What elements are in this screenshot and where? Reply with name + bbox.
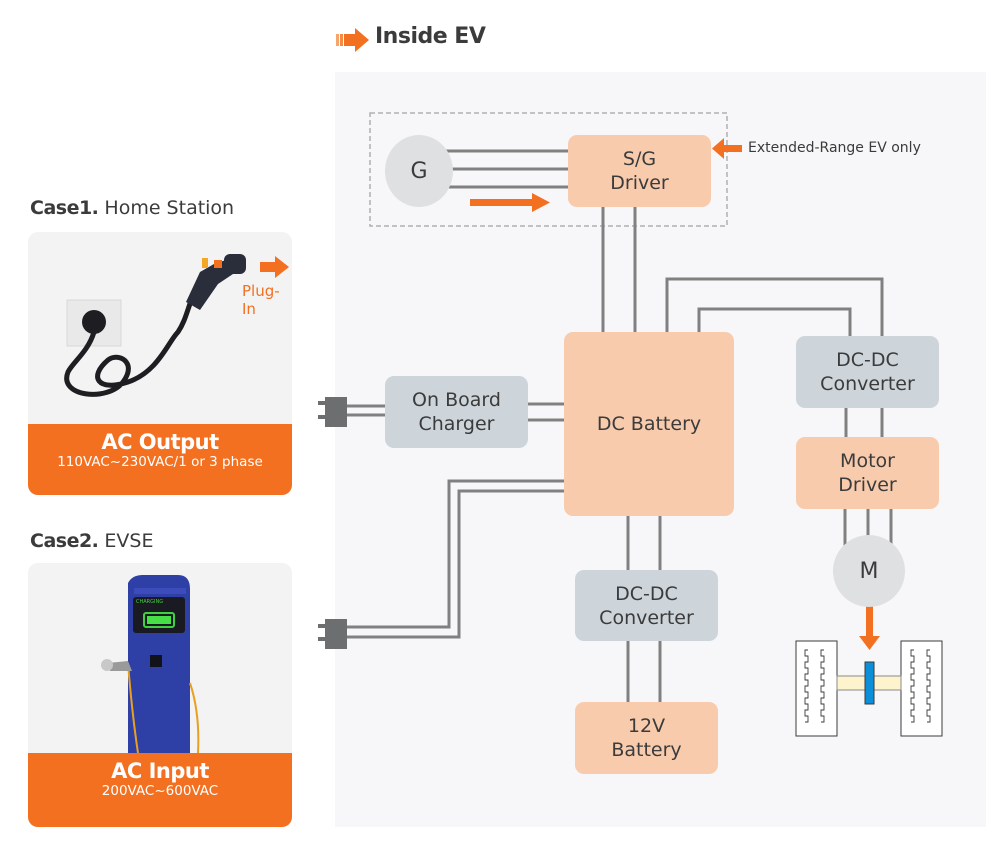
dc-battery-label: DC Battery — [596, 413, 702, 435]
obc-line2: Charger — [418, 413, 495, 435]
ac-output-band: AC Output 110VAC~230VAC/1 or 3 phase — [28, 424, 292, 495]
header-arrow-icon — [336, 28, 370, 52]
sg-driver-line2: Driver — [610, 172, 669, 194]
home-charger-photo: Plug-In — [28, 232, 292, 424]
generator-label: G — [410, 158, 428, 184]
generator-flow-arrow-icon — [470, 193, 550, 212]
extended-range-boundary — [369, 112, 728, 227]
ac-output-spec: 110VAC~230VAC/1 or 3 phase — [57, 454, 263, 470]
dcdc-right-line1: DC-DC — [836, 349, 899, 371]
case2-title: Case2.EVSE — [30, 530, 153, 552]
case2-name: EVSE — [104, 530, 154, 552]
page-title: Inside EV — [375, 24, 486, 49]
extended-range-note: Extended-Range EV only — [748, 140, 921, 156]
ac-input-title: AC Input — [111, 759, 209, 783]
motor-driver-line2: Driver — [838, 474, 897, 496]
wire-plug2-battery-1 — [346, 479, 564, 629]
case2-number: Case2. — [30, 530, 99, 552]
case1-name: Home Station — [104, 197, 235, 219]
plug-connector-1-icon — [318, 397, 347, 427]
wire-battery-dcdc-2 — [697, 307, 852, 336]
wire-plug2-battery-2 — [346, 489, 564, 639]
obc-line1: On Board — [412, 389, 501, 411]
dc-battery-box: DC Battery — [564, 332, 734, 516]
sg-driver-line1: S/G — [622, 148, 657, 170]
wheels-axle-icon — [795, 640, 943, 737]
evse-illustration — [101, 575, 200, 753]
plug-in-label: Plug-In — [242, 282, 280, 318]
dcdc-bottom-line2: Converter — [599, 606, 694, 629]
home-charger-illustration — [64, 254, 246, 397]
ac-output-title: AC Output — [101, 430, 219, 454]
case1-number: Case1. — [30, 197, 99, 219]
generator-circle: G — [385, 135, 453, 207]
ac-input-band: AC Input 200VAC~600VAC — [28, 753, 292, 827]
evse-screen-text: CHARGING — [136, 599, 164, 605]
battery-12v-line1: 12V — [627, 715, 666, 737]
case1-title: Case1.Home Station — [30, 197, 234, 219]
dcdc-right-line2: Converter — [820, 373, 915, 395]
case1-card: Plug-In AC Output 110VAC~230VAC/1 or 3 p… — [28, 232, 292, 495]
plug-connector-2-icon — [318, 619, 347, 649]
evse-photo: CHARGING — [28, 563, 292, 753]
extended-range-arrow-icon — [712, 138, 742, 159]
dcdc-bottom-line1: DC-DC — [615, 582, 678, 605]
motor-circle: M — [833, 535, 905, 607]
wire-battery-dcdc-1 — [665, 277, 884, 336]
motor-drive-arrow-icon — [859, 605, 880, 650]
ac-input-spec: 200VAC~600VAC — [101, 783, 219, 799]
case2-card: CHARGING AC Input 200VAC~600VAC — [28, 563, 292, 827]
motor-driver-line1: Motor — [840, 450, 895, 472]
battery-12v-line2: Battery — [611, 739, 682, 761]
motor-label: M — [859, 558, 879, 584]
